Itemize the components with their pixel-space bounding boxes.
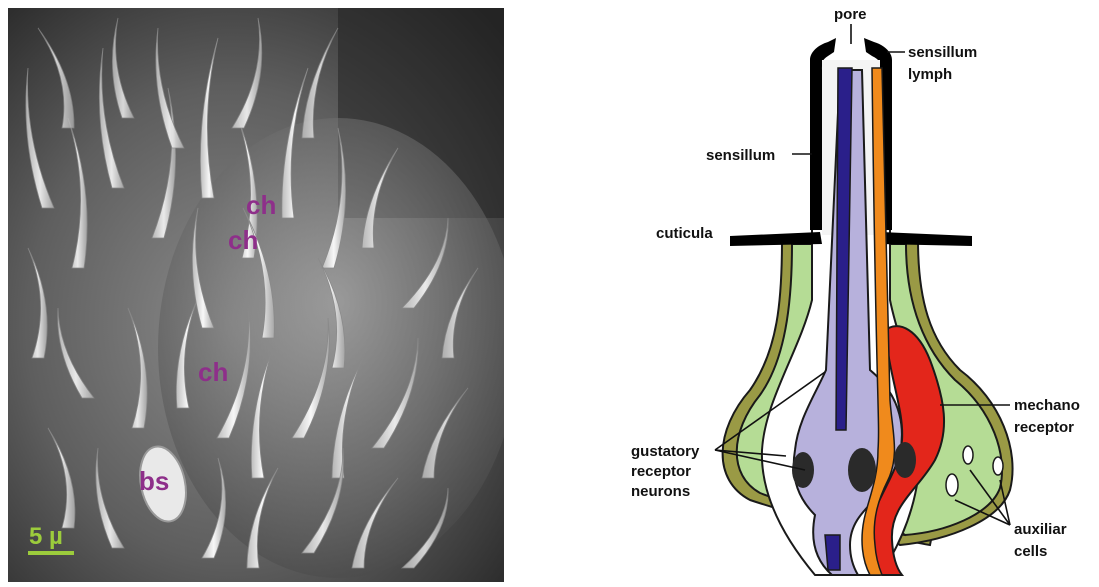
auxiliar-nucleus-1 [963,446,973,464]
label-mechano-line1: mechano [1014,397,1080,414]
sem-label-bs: bs [139,466,169,496]
scale-bar-label: 5 µ [29,523,63,550]
auxiliar-nucleus-2 [946,474,958,496]
cuticula-right [880,232,972,246]
sem-micrograph: ch ch ch bs 5 µ [8,8,504,582]
scale-bar [28,551,74,555]
label-pore: pore [834,6,867,23]
neuron-nucleus-1 [848,448,876,492]
sensillum-diagram-svg: pore sensillum lymph sensillum cuticula … [600,0,1099,587]
sem-label-ch-1: ch [246,190,276,220]
label-sensillum: sensillum [706,147,775,164]
label-gustatory-line3: neurons [631,483,690,500]
label-auxiliar-line1: auxiliar [1014,521,1067,538]
label-sensillum-lymph-line2: lymph [908,66,952,83]
mechano-nucleus [894,442,916,478]
neuron-axon [825,535,840,570]
cuticula-left [730,232,822,246]
label-sensillum-lymph-line1: sensillum [908,44,977,61]
label-mechano-line2: receptor [1014,419,1074,436]
label-cuticula: cuticula [656,225,713,242]
auxiliar-nucleus-3 [993,457,1003,475]
label-auxiliar-line2: cells [1014,543,1047,560]
label-gustatory-line1: gustatory [631,443,700,460]
sem-label-ch-2: ch [228,225,258,255]
sem-image: ch ch ch bs 5 µ [8,8,504,582]
label-gustatory-line2: receptor [631,463,691,480]
sensillum-diagram: pore sensillum lymph sensillum cuticula … [600,0,1099,587]
sem-label-ch-3: ch [198,357,228,387]
